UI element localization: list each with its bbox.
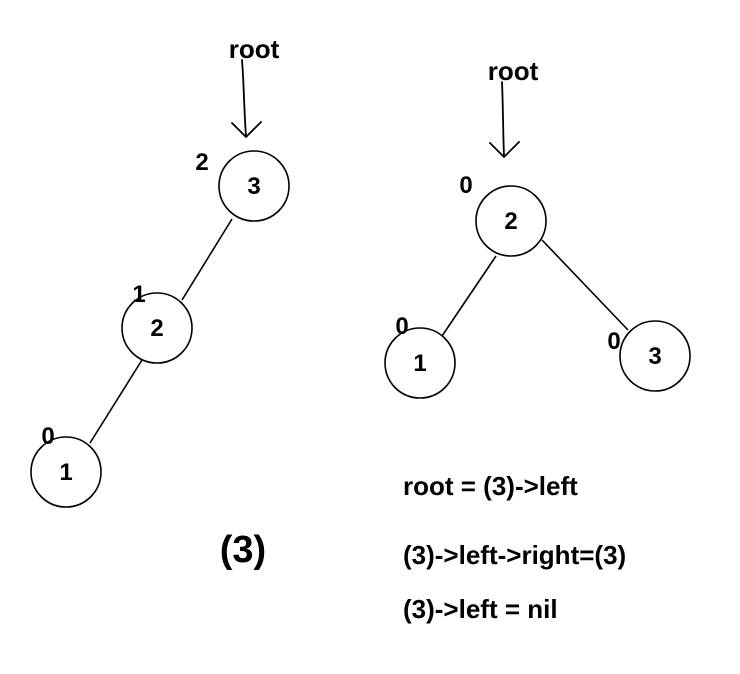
right-node-3-value: 3 [648, 343, 661, 370]
left-tree: root 3 2 2 1 1 0 (3) [30, 34, 290, 571]
left-node-3-value: 3 [247, 173, 260, 200]
right-node-3: 3 [619, 320, 691, 392]
note-line-1: root = (3)->left [403, 471, 578, 501]
left-node-1-value: 1 [59, 459, 72, 486]
right-edge-2-1 [441, 255, 497, 337]
right-root-arrowhead [489, 141, 520, 158]
left-tree-caption: (3) [220, 529, 266, 571]
notes: root = (3)->left (3)->left->right=(3) (3… [403, 471, 626, 624]
right-node-2: 2 [475, 185, 547, 257]
right-root-arrow [501, 81, 505, 157]
right-node-1-value: 1 [413, 350, 426, 377]
right-node-1-height: 0 [395, 313, 408, 340]
left-node-3-height: 2 [195, 149, 208, 176]
right-node-2-value: 2 [504, 208, 517, 235]
left-root-arrow [241, 59, 247, 137]
left-node-1: 1 [30, 436, 102, 508]
left-node-1-height: 0 [41, 423, 54, 450]
left-edge-3-2 [181, 218, 233, 301]
left-edge-2-1 [89, 359, 143, 444]
note-line-3: (3)->left = nil [403, 594, 558, 624]
right-root-label: root [488, 56, 539, 86]
left-node-2: 2 [121, 292, 193, 364]
left-node-2-height: 1 [132, 281, 145, 308]
right-edge-2-3 [541, 239, 629, 331]
left-root-arrowhead [231, 121, 262, 138]
right-tree: root 2 0 1 0 3 0 [384, 56, 691, 399]
note-line-2: (3)->left->right=(3) [403, 540, 626, 570]
left-root-label: root [229, 34, 280, 64]
right-node-1: 1 [384, 327, 456, 399]
left-node-3: 3 [218, 150, 290, 222]
right-node-2-height: 0 [459, 172, 472, 199]
right-node-3-height: 0 [607, 328, 620, 355]
left-node-2-value: 2 [150, 315, 163, 342]
